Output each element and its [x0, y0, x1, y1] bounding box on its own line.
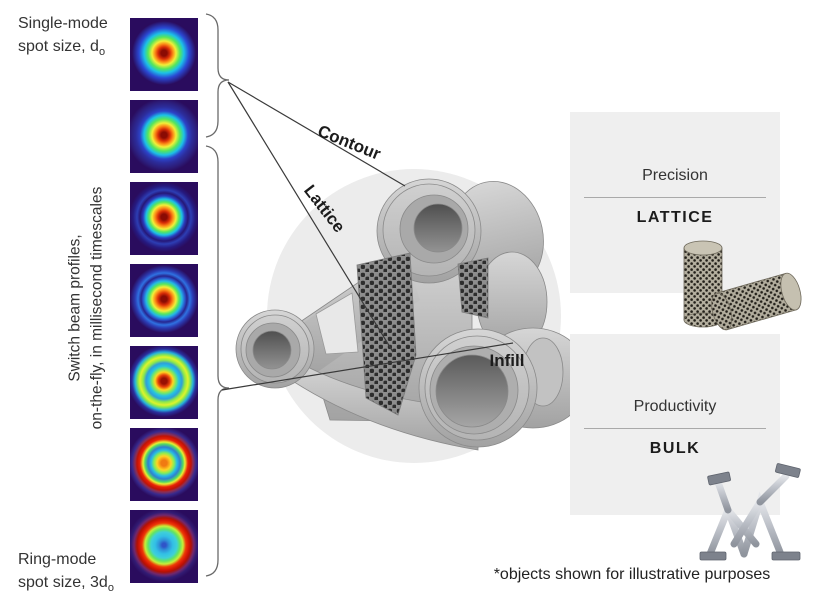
precision-panel-title: Precision — [642, 167, 708, 184]
single-mode-subscript: o — [98, 46, 106, 59]
footnote-text: *objects shown for illustrative purposes — [493, 566, 771, 583]
contour-line — [227, 81, 406, 187]
beam-profile-4-image — [130, 264, 198, 337]
single-mode-label: Single-mode spot size, do — [18, 12, 108, 61]
beam-profile-5-image — [130, 346, 198, 419]
productivity-panel: Productivity BULK — [570, 334, 780, 515]
lattice-cylinders-image — [683, 240, 802, 331]
infill-line — [221, 342, 514, 391]
productivity-panel-title: Productivity — [633, 398, 717, 415]
infill-label: Infill — [489, 351, 525, 370]
bulk-part-image — [699, 463, 801, 561]
brace-ring-mode — [205, 145, 230, 577]
group-braces — [205, 13, 230, 577]
productivity-panel-divider — [584, 428, 766, 429]
ring-mode-line1: Ring-mode — [18, 551, 97, 568]
precision-panel: Precision LATTICE — [570, 112, 780, 293]
brace-single-mode — [205, 13, 230, 138]
beam-profile-7-image — [130, 510, 198, 583]
precision-panel-tag: LATTICE — [636, 209, 714, 226]
ring-mode-label: Ring-mode spot size, 3do — [18, 548, 114, 597]
lattice-line — [227, 81, 394, 353]
beam-profile-3-image — [130, 182, 198, 255]
callout-lines — [221, 81, 514, 391]
beam-profile-2-image — [130, 100, 198, 173]
ring-mode-line2: spot size, 3d — [18, 574, 108, 592]
precision-panel-divider — [584, 197, 766, 198]
single-mode-line1: Single-mode — [18, 15, 108, 32]
printed-part-photo — [235, 178, 590, 451]
beam-profile-6-image — [130, 428, 198, 501]
single-mode-line2: spot size, d — [18, 38, 99, 56]
beam-profile-1-image — [130, 18, 198, 91]
productivity-panel-tag: BULK — [649, 440, 701, 457]
ring-mode-subscript: o — [107, 582, 114, 595]
